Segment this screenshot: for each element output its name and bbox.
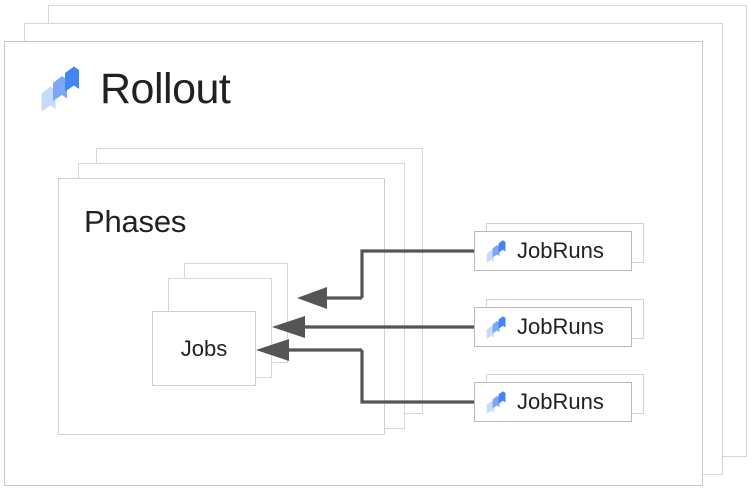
rollout-logo-icon <box>486 239 508 263</box>
phases-label: Phases <box>84 204 187 239</box>
jobs-card <box>152 311 256 386</box>
rollout-logo-icon <box>486 315 508 339</box>
job-runs-label: JobRuns <box>517 238 604 263</box>
rollout-logo-icon <box>40 66 84 112</box>
job-runs-card-2[interactable]: JobRuns <box>474 307 632 347</box>
job-runs-label: JobRuns <box>517 314 604 339</box>
rollout-logo-icon <box>486 390 508 414</box>
rollout-title-row: Rollout <box>40 64 231 113</box>
job-runs-card-3[interactable]: JobRuns <box>474 382 632 422</box>
job-runs-label: JobRuns <box>517 389 604 414</box>
job-runs-card-1[interactable]: JobRuns <box>474 231 632 271</box>
page-title: Rollout <box>100 64 231 113</box>
